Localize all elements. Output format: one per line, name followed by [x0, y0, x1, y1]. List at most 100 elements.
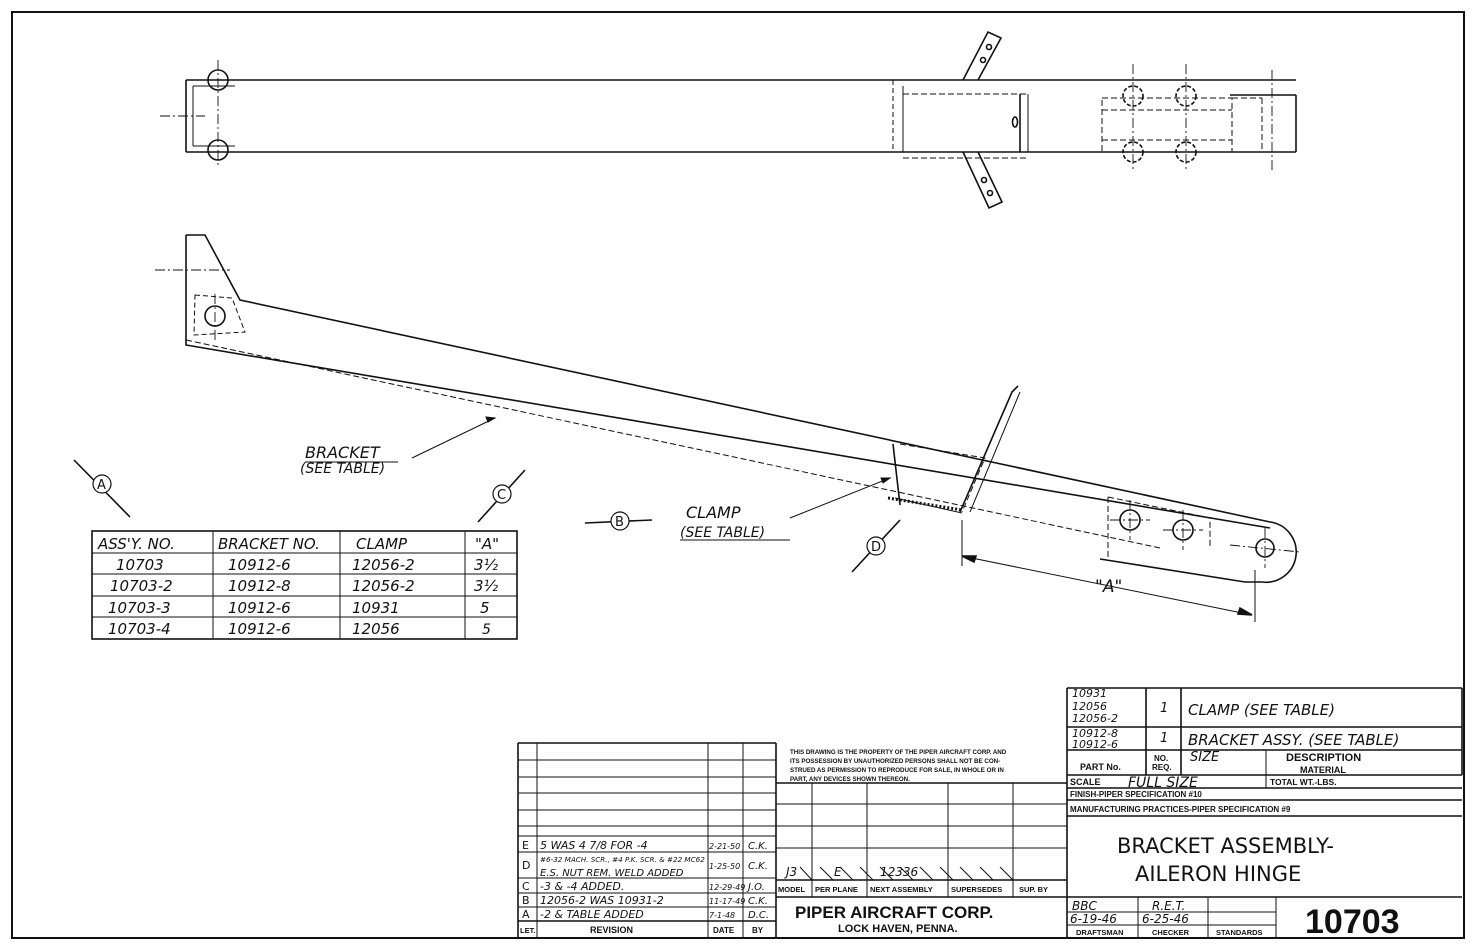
notice-line: STRUED AS PERMISSION TO REPRODUCE FOR SA… — [790, 767, 1004, 774]
part-no: 12056 — [1072, 700, 1107, 713]
rev-date: 7-1-48 — [709, 911, 735, 920]
th-assy-no: ASS'Y. NO. — [97, 535, 175, 553]
rev-header: DATE — [713, 926, 735, 935]
table-cell: 12056-2 — [352, 577, 415, 595]
parts-list: 10931 12056 12056-2 1 CLAMP (SEE TABLE) … — [1066, 687, 1463, 775]
rev-text: 12056-2 WAS 10931-2 — [540, 894, 664, 907]
th-a: "A" — [475, 535, 499, 553]
rev-by: C.K. — [748, 896, 768, 907]
dimension-a-label: "A" — [1095, 577, 1122, 597]
table-cell: 3½ — [474, 577, 499, 595]
rev-letter: C — [522, 880, 530, 893]
draftsman-date: 6-19-46 — [1070, 912, 1117, 926]
th-clamp: CLAMP — [356, 535, 408, 553]
usage-value: E — [834, 865, 842, 879]
sign-label: DRAFTSMAN — [1076, 928, 1124, 937]
rev-by: C.K. — [748, 861, 768, 872]
header-material: MATERIAL — [1300, 765, 1346, 775]
rev-header: REVISION — [590, 925, 633, 935]
rev-date: 12-29-49 — [709, 883, 745, 892]
notice-line: PART, ANY DEVICES SHOWN THEREON. — [790, 776, 910, 783]
rev-by: C.K. — [748, 841, 768, 852]
rev-by: J.O. — [746, 882, 765, 893]
view-marker-a: A — [73, 459, 131, 518]
scale-label: SCALE — [1070, 777, 1101, 787]
usage-header: NEXT ASSEMBLY — [870, 885, 933, 894]
rev-text: #6-32 MACH. SCR., #4 P.K. SCR. & #22 MC6… — [540, 855, 705, 864]
view-marker-b: B — [584, 511, 653, 531]
sign-label: STANDARDS — [1216, 928, 1263, 937]
part-qty: 1 — [1160, 731, 1168, 746]
sign-label: CHECKER — [1152, 928, 1190, 937]
checker-date: 6-25-46 — [1142, 912, 1189, 926]
company-location: LOCK HAVEN, PENNA. — [838, 923, 958, 935]
rev-text: 5 WAS 4 7/8 FOR -4 — [540, 839, 648, 852]
table-cell: 10703 — [116, 556, 164, 574]
svg-text:A: A — [97, 478, 106, 493]
bracket-label-line2: (SEE TABLE) — [300, 461, 385, 477]
rev-date: 1-25-50 — [709, 862, 740, 871]
table-cell: 10912-6 — [228, 599, 291, 617]
bracket-label-line1: BRACKET — [305, 443, 381, 462]
drawing-title-line2: AILERON HINGE — [1135, 862, 1301, 886]
sheet-border — [11, 11, 1465, 939]
table-cell: 5 — [480, 599, 490, 617]
rev-letter: A — [522, 908, 530, 921]
side-view — [155, 234, 1301, 622]
usage-value: 12336 — [880, 865, 919, 879]
svg-text:C: C — [497, 488, 506, 503]
table-cell: 10931 — [352, 599, 400, 617]
svg-text:B: B — [615, 515, 624, 530]
rev-text: -3 & -4 ADDED. — [540, 880, 624, 893]
draftsman: BBC — [1072, 899, 1097, 913]
header-no: NO. — [1154, 754, 1168, 763]
table-cell: 10912-8 — [228, 577, 291, 595]
part-description: CLAMP (SEE TABLE) — [1188, 701, 1335, 719]
top-view — [160, 30, 1297, 210]
table-cell: 10912-6 — [228, 556, 291, 574]
drawing-title-line1: BRACKET ASSEMBLY- — [1117, 834, 1334, 858]
rev-by: D.C. — [748, 910, 769, 921]
part-no: 12056-2 — [1072, 712, 1118, 725]
rev-text: E.S. NUT REM. WELD ADDED — [540, 868, 684, 879]
th-bracket-no: BRACKET NO. — [218, 535, 320, 553]
view-marker-d: D — [851, 519, 901, 573]
checker: R.E.T. — [1152, 899, 1185, 913]
notice-line: THIS DRAWING IS THE PROPERTY OF THE PIPE… — [790, 749, 1007, 756]
part-no: 10931 — [1072, 687, 1107, 700]
part-no: 10912-8 — [1072, 727, 1118, 740]
table-cell: 12056 — [352, 620, 400, 638]
size-text: SIZE — [1190, 750, 1220, 765]
table-cell: 10703-3 — [108, 599, 171, 617]
notice-line: ITS POSSESSION BY UNAUTHORIZED PERSONS S… — [790, 758, 1000, 765]
table-cell: 3½ — [474, 556, 499, 574]
rev-letter: D — [522, 859, 530, 872]
header-description: DESCRIPTION — [1286, 752, 1361, 764]
table-cell: 10703-4 — [108, 620, 171, 638]
company-name: PIPER AIRCRAFT CORP. — [795, 903, 993, 922]
usage-value: J3 — [784, 865, 797, 879]
rev-date: 2-21-50 — [709, 842, 740, 851]
usage-header: SUPERSEDES — [951, 885, 1002, 894]
leaders — [411, 416, 892, 519]
title-block: THIS DRAWING IS THE PROPERTY OF THE PIPE… — [517, 742, 1462, 941]
rev-letter: B — [522, 894, 530, 907]
rev-text: -2 & TABLE ADDED — [540, 908, 644, 921]
usage-header: SUP. BY — [1019, 885, 1048, 894]
table-cell: 12056-2 — [352, 556, 415, 574]
header-req: REQ. — [1152, 763, 1172, 772]
scale-value: FULL SIZE — [1128, 775, 1198, 791]
mfg-practices: MANUFACTURING PRACTICES-PIPER SPECIFICAT… — [1070, 805, 1291, 814]
usage-header: PER PLANE — [815, 885, 858, 894]
usage-header: MODEL — [778, 885, 806, 894]
part-description: BRACKET ASSY. (SEE TABLE) — [1188, 731, 1399, 749]
rev-header: BY — [752, 926, 764, 935]
table-cell: 10703-2 — [110, 577, 173, 595]
view-marker-c: C — [477, 469, 526, 523]
drawing-number: 10703 — [1305, 903, 1400, 941]
rev-header: LET. — [520, 926, 535, 935]
clamp-label-line2: (SEE TABLE) — [680, 525, 765, 541]
table-cell: 10912-6 — [228, 620, 291, 638]
rev-letter: E — [522, 839, 529, 852]
